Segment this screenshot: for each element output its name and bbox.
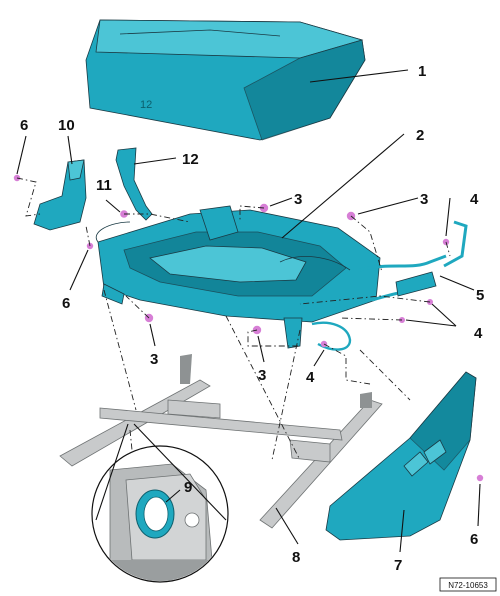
detail-circle (91, 445, 229, 583)
assembly-lines (16, 177, 451, 461)
callout-bolt-center: 4 (306, 369, 315, 386)
callout-clip-left: 6 (62, 295, 70, 312)
seat-frame (95, 205, 381, 349)
cable-assembly (311, 220, 468, 351)
callout-bracket: 10 (58, 117, 75, 134)
callout-screw-bottom-center: 3 (258, 367, 266, 384)
callout-bolt-right-top: 4 (470, 191, 479, 208)
callout-screw-top-right: 3 (420, 191, 428, 208)
callout-nut-11: 11 (96, 177, 112, 194)
callout-frame: 2 (416, 127, 424, 144)
callouts: 1 2 3 3 4 5 4 4 3 3 12 11 10 6 6 6 7 8 9 (20, 63, 484, 574)
callout-rail: 8 (292, 549, 300, 566)
cushion-embossed-number: 12 (140, 99, 152, 111)
seat-rail (59, 354, 383, 529)
leader-lines (16, 69, 481, 553)
callout-cable-right: 5 (476, 287, 484, 304)
callout-cushion: 1 (418, 63, 426, 80)
reference-code: N72-10653 (448, 581, 488, 590)
bushing (135, 489, 175, 539)
callout-side-trim: 7 (394, 557, 402, 574)
callout-bushing: 9 (184, 479, 192, 496)
callout-screw-top-left: 3 (294, 191, 302, 208)
bracket (33, 159, 87, 231)
callout-clip-right: 6 (470, 531, 478, 548)
side-trim (325, 371, 477, 541)
callout-bolt-right-bottom: 4 (474, 325, 483, 342)
clip-right-part (476, 474, 484, 482)
strap (115, 147, 153, 221)
reference-code-box: N72-10653 (439, 577, 497, 592)
callout-screw-bottom-left: 3 (150, 351, 158, 368)
seat-cushion: 12 (85, 19, 366, 141)
callout-clip-top-left: 6 (20, 117, 28, 134)
callout-strap: 12 (182, 151, 199, 168)
